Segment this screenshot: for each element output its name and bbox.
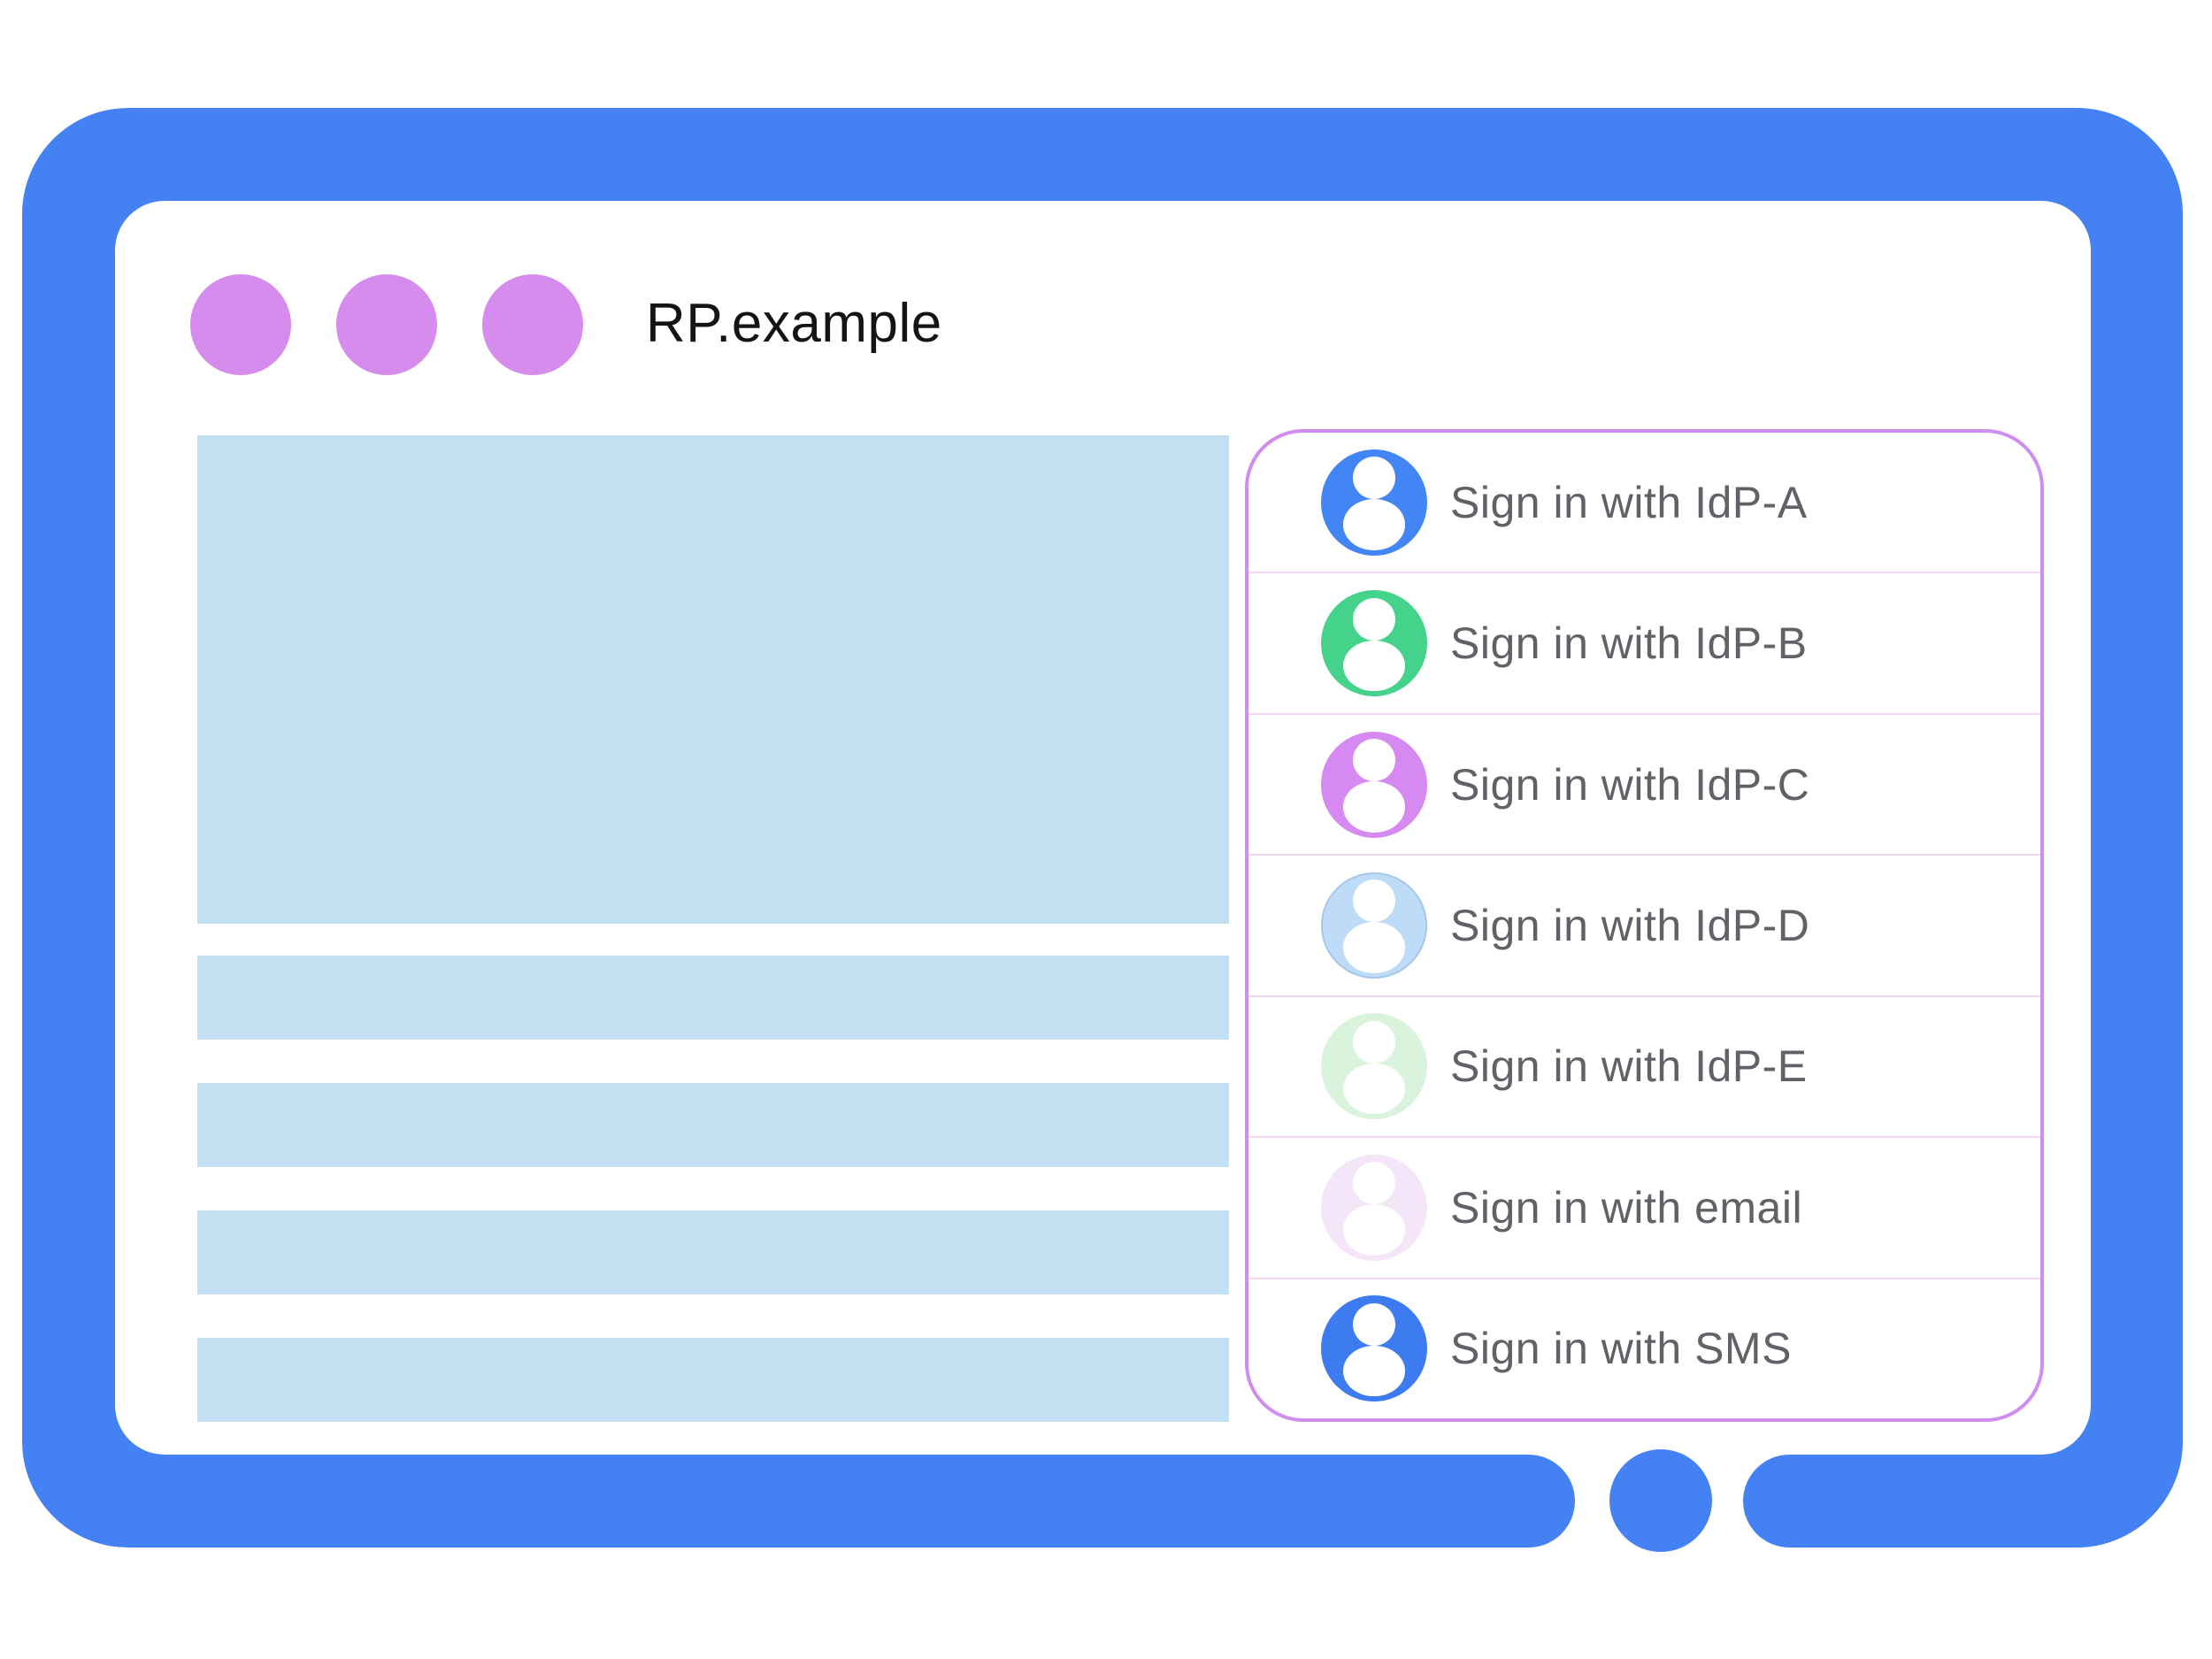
avatar-head-shape [1353, 1162, 1395, 1205]
signin-option-email[interactable]: Sign in with email [1248, 1136, 2040, 1277]
window-control-dot-icon [336, 274, 437, 375]
avatar-shoulders-shape [1343, 1345, 1405, 1397]
signin-option-label: Sign in with IdP-D [1450, 900, 1810, 950]
avatar-shoulders-shape [1343, 640, 1405, 692]
content-placeholder-hero [197, 435, 1229, 924]
content-placeholder-bar [197, 956, 1229, 1040]
person-avatar-icon [1321, 449, 1427, 556]
avatar-head-shape [1353, 1020, 1395, 1064]
avatar-shoulders-shape [1343, 1204, 1405, 1256]
page-title: RP.example [646, 293, 942, 354]
account-chooser-dialog: Sign in with IdP-A Sign in with IdP-B Si… [1245, 429, 2044, 1422]
avatar-shoulders-shape [1343, 780, 1405, 833]
avatar-shoulders-shape [1343, 922, 1405, 973]
signin-option-idp-a[interactable]: Sign in with IdP-A [1248, 433, 2040, 572]
signin-option-label: Sign in with SMS [1450, 1324, 1792, 1374]
avatar-shoulders-shape [1343, 1063, 1405, 1115]
bezel-bar-left-end [1380, 1455, 1575, 1548]
person-avatar-icon [1321, 1013, 1427, 1120]
signin-option-idp-c[interactable]: Sign in with IdP-C [1248, 712, 2040, 854]
avatar-head-shape [1353, 879, 1395, 923]
person-avatar-icon [1321, 1295, 1427, 1402]
home-button-indicator [1609, 1449, 1712, 1552]
person-avatar-icon [1321, 590, 1427, 697]
content-placeholder-bar [197, 1210, 1229, 1294]
signin-option-idp-d[interactable]: Sign in with IdP-D [1248, 854, 2040, 995]
avatar-head-shape [1353, 597, 1395, 641]
signin-option-label: Sign in with IdP-B [1450, 618, 1808, 669]
window-control-dot-icon [482, 274, 583, 375]
signin-option-idp-e[interactable]: Sign in with IdP-E [1248, 995, 2040, 1136]
content-placeholder-bar [197, 1083, 1229, 1167]
signin-option-sms[interactable]: Sign in with SMS [1248, 1277, 2040, 1418]
signin-option-label: Sign in with IdP-A [1450, 477, 1808, 527]
signin-option-label: Sign in with IdP-E [1450, 1041, 1808, 1092]
person-avatar-icon [1321, 731, 1427, 838]
signin-option-idp-b[interactable]: Sign in with IdP-B [1248, 572, 2040, 712]
signin-option-label: Sign in with email [1450, 1182, 1803, 1233]
bezel-bar-right-end [1743, 1455, 1938, 1548]
avatar-head-shape [1353, 457, 1395, 500]
person-avatar-icon [1321, 872, 1427, 979]
person-avatar-icon [1321, 1154, 1427, 1261]
avatar-shoulders-shape [1343, 499, 1405, 550]
signin-option-label: Sign in with IdP-C [1450, 759, 1810, 810]
avatar-head-shape [1353, 1302, 1395, 1346]
window-control-dot-icon [190, 274, 291, 375]
content-placeholder-bar [197, 1338, 1229, 1422]
avatar-head-shape [1353, 738, 1395, 781]
